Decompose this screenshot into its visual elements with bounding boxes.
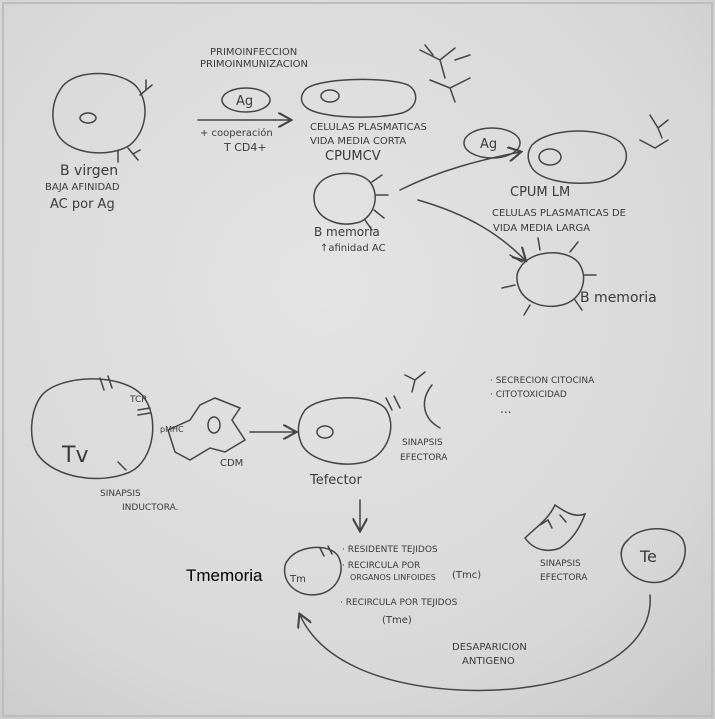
label-tme: (Tme) [382,615,412,626]
label-primoinmunizacion: PRIMOINMUNIZACION [200,59,308,70]
label-b-memoria: B memoria [314,225,380,239]
label-tcr: TCR [129,395,148,405]
label-t-cd4: T CD4+ [223,141,267,154]
label-baja-afinidad: BAJA AFINIDAD [45,182,120,193]
label-efectora-2: EFECTORA [540,573,588,583]
label-ag-1: Ag [236,94,253,109]
label-ag-2: Ag [480,137,497,152]
label-sinapsis-inductora: SINAPSIS [100,489,141,499]
label-citotoxicidad: · CITOTOXICIDAD [490,390,567,400]
label-ac-por-ag: AC por Ag [50,197,115,212]
label-cdm: CDM [220,458,243,469]
label-cpumcv: CPUMCV [325,149,381,164]
label-desaparicion: DESAPARICION [452,642,527,653]
label-vida-media-larga: VIDA MEDIA LARGA [493,223,590,234]
label-residente: · RESIDENTE TEJIDOS [342,545,438,555]
label-b-virgen: B virgen [60,163,118,179]
label-efectora: EFECTORA [400,453,448,463]
label-tm: Tm [289,574,306,585]
label-tefector: Tefector [309,473,363,488]
label-inductora: INDUCTORA. [122,503,179,513]
label-sinapsis-2: SINAPSIS [540,559,581,569]
label-primoinfeccion: PRIMOINFECCION [210,47,297,58]
label-te: Te [639,547,657,566]
label-secrecion: · SECRECION CITOCINA [490,376,595,386]
tmemoria-typed-label: Tmemoria [186,566,263,586]
label-cpum-lm: CPUM LM [510,185,570,200]
label-b-memoria-2: B memoria [580,290,657,306]
label-celulas-plasmaticas-de: CELULAS PLASMATICAS DE [492,208,626,219]
label-cooperacion: + cooperación [200,127,273,139]
label-dots: ... [500,402,511,416]
label-recircula-organos: · RECIRCULA POR [342,561,420,571]
label-sinapsis-efectora: SINAPSIS [402,438,443,448]
label-tv: Tv [61,443,88,468]
label-antigeno: ANTIGENO [462,656,515,667]
label-organos-linfoides: ORGANOS LINFOIDES [350,573,436,582]
label-recircula-tejidos: · RECIRCULA POR TEJIDOS [340,598,458,608]
label-celulas-plasmaticas: CELULAS PLASMATICAS [310,122,427,133]
label-vida-media-corta: VIDA MEDIA CORTA [310,136,406,147]
label-afinidad-ac: ↑afinidad AC [320,243,386,254]
label-pmhc: pMHC [160,425,184,434]
label-tmc: (Tmc) [452,570,481,581]
